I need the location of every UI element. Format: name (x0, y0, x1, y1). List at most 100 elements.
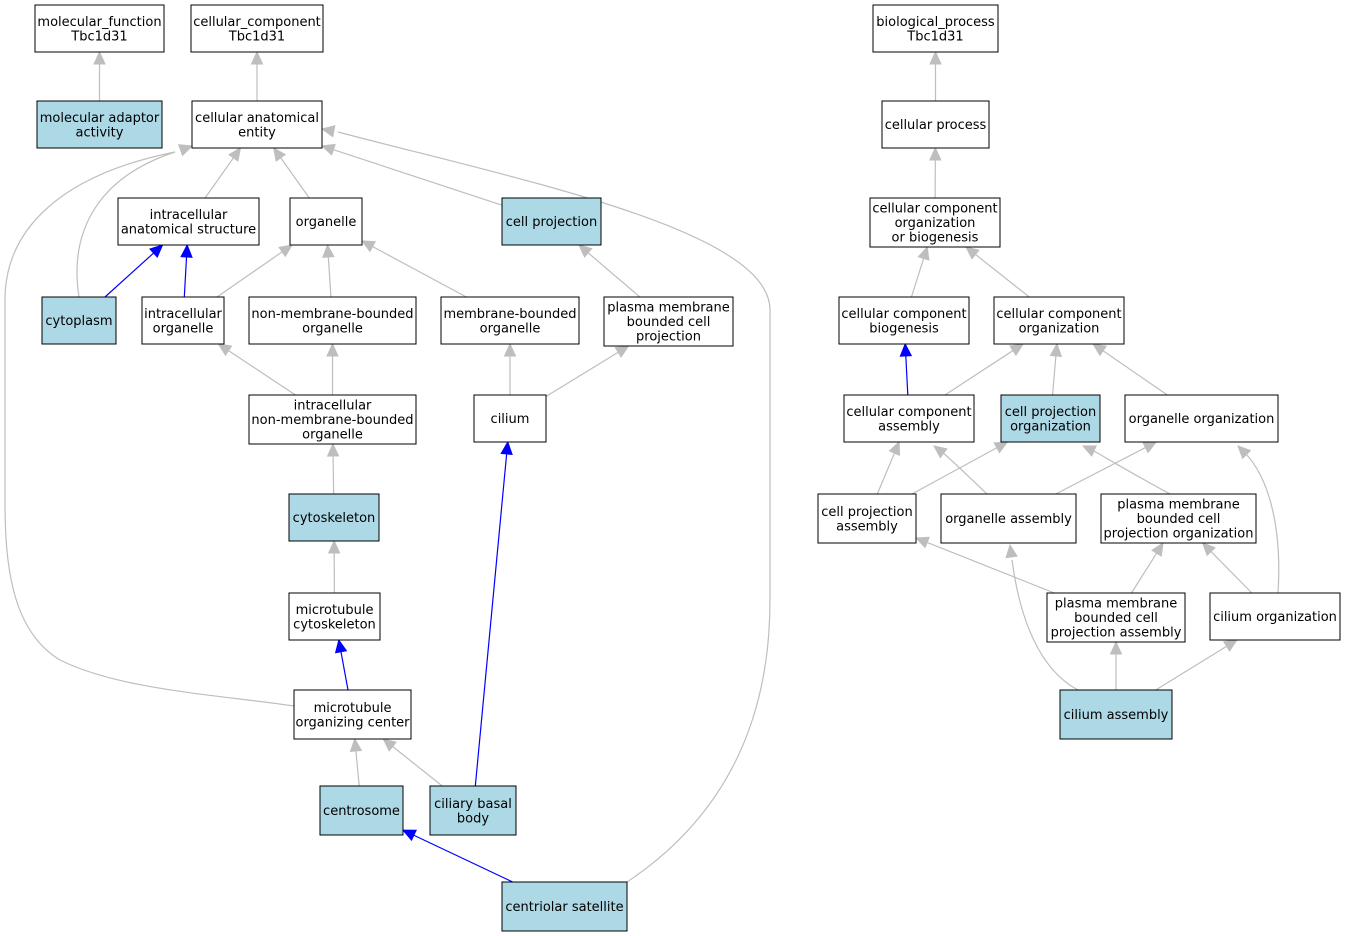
edge-arrowhead (578, 244, 593, 258)
edge-cc_assembly-to-cc_biogen (899, 342, 913, 396)
node-box (843, 394, 975, 443)
edge-arrowhead (1222, 639, 1238, 652)
node-box (41, 296, 117, 345)
node-centrosome: centrosome (319, 785, 404, 836)
edge-arrowhead (1201, 542, 1216, 557)
node-cilium-org: cilium organization (1209, 592, 1341, 641)
edge-arrowhead (917, 245, 930, 261)
edge-centrosome-to-mtoc (349, 737, 363, 787)
node-label-line: cellular_component (193, 15, 321, 30)
edge-arrowhead (614, 345, 630, 358)
node-label-line: cellular process (885, 118, 987, 133)
edge-org_assembly-to-cc_assembly (933, 445, 988, 495)
node-box (872, 4, 999, 53)
edge-mt_cyto-to-cytoskeleton (327, 539, 341, 594)
node-label-line: projection organization (1104, 527, 1254, 542)
node-label-line: cell projection (506, 215, 597, 230)
node-box (191, 100, 323, 149)
edge-line (975, 253, 1030, 298)
node-label-line: microtubule (296, 603, 374, 618)
edge-arrowhead (1049, 342, 1063, 357)
edge-line (1011, 559, 1079, 691)
node-label-line: biogenesis (869, 321, 939, 336)
node-box (1100, 493, 1257, 544)
edge-line (587, 252, 641, 298)
node-label-line: bounded cell (1137, 512, 1221, 527)
edge-line (474, 453, 508, 787)
edge-line (911, 447, 998, 495)
edge-arrowhead (228, 147, 242, 162)
node-label-line: microtubule (314, 701, 392, 716)
node-label-line: intracellular (144, 307, 222, 322)
edge-cell_anat-to-cc_root (250, 50, 264, 101)
node-intra-nmb: intracellularnon-membrane-boundedorganel… (248, 394, 417, 445)
edge-cp_org-to-cc_org (1049, 342, 1063, 396)
edge-arrowhead (334, 638, 348, 654)
edge-organelle-to-cell_anat (273, 147, 310, 199)
edge-arrowhead (1109, 640, 1123, 655)
node-box (603, 296, 734, 347)
edge-cilium_org-to-pm_proj_org (1201, 542, 1253, 594)
edge-cil_basal-to-mtoc (382, 738, 443, 787)
node-label-line: cellular anatomical (195, 111, 319, 126)
node-box (117, 197, 260, 246)
edge-intra_nmb-to-intra_org (217, 343, 296, 396)
edge-line (413, 834, 513, 883)
edge-arrowhead (503, 342, 517, 357)
edge-arrowhead (1237, 445, 1252, 460)
edge-arrowhead (382, 738, 397, 752)
edge-arrowhead (326, 342, 339, 357)
edge-arrowhead (1151, 541, 1164, 557)
edge-org_assembly-to-org_org (1055, 441, 1158, 495)
node-label-line: plasma membrane (607, 301, 730, 316)
edge-mtoc-to-mt_cyto (334, 638, 349, 691)
edge-cilium_asm-to-org_assembly (1005, 543, 1079, 691)
node-cell-proj: cell projection (501, 197, 602, 246)
node-label-line: bounded cell (1074, 611, 1158, 626)
edge-arrowhead (929, 50, 942, 65)
edge-line (76, 151, 176, 298)
edge-line (355, 750, 360, 787)
node-box (289, 197, 363, 246)
edge-arrowhead (320, 125, 336, 138)
node-box (34, 4, 165, 53)
node-box (248, 296, 417, 345)
node-label-line: cytoskeleton (293, 617, 376, 632)
edge-centriolar-to-cell_anat (320, 125, 771, 883)
edge-pm_proj-to-cell_proj (578, 244, 641, 298)
node-label-line: plasma membrane (1117, 498, 1240, 513)
edge-line (216, 251, 283, 298)
node-label-line: centriolar satellite (505, 900, 623, 915)
edge-arrowhead (178, 144, 194, 157)
edge-line (4, 151, 295, 707)
node-box (288, 592, 381, 641)
node-cilium: cilium (473, 394, 547, 443)
edge-cilium-to-mb_org (503, 342, 517, 395)
node-label-line: organizing center (295, 715, 410, 730)
edge-cilium_asm-to-cilium_org (1155, 639, 1238, 691)
node-label-line: projection assembly (1051, 626, 1182, 641)
edge-arrowhead (929, 146, 942, 161)
edge-cilium-to-pm_proj (545, 345, 630, 397)
edge-arrowhead (993, 441, 1009, 454)
edge-arrowhead (326, 442, 340, 457)
edge-nmb_org-to-organelle (322, 243, 335, 298)
node-label-line: Tbc1d31 (70, 29, 127, 44)
edge-ccob-to-cell_process (929, 146, 942, 199)
edge-pm_proj_org-to-cp_org (1081, 445, 1171, 495)
node-label-line: organelle (480, 321, 541, 336)
node-label-line: cellular component (846, 405, 971, 420)
node-box (1000, 394, 1101, 443)
node-label-line: organization (1010, 419, 1091, 434)
edge-line (333, 149, 503, 206)
